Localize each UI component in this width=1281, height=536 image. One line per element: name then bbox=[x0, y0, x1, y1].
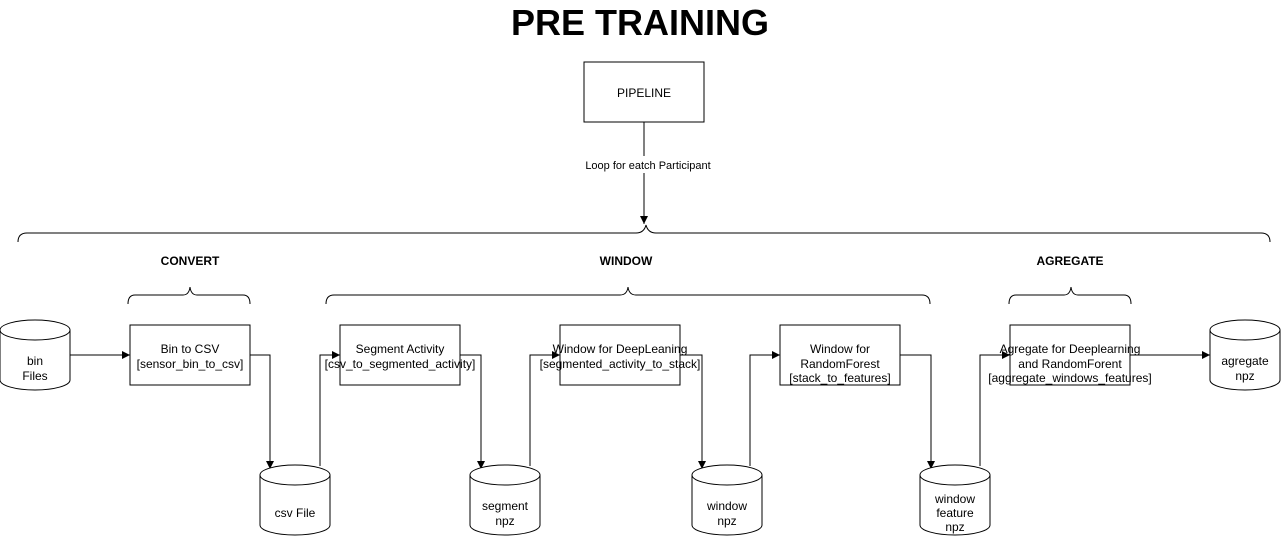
store-csv-file[interactable]: csv File bbox=[259, 464, 331, 536]
store-window-npz[interactable]: window npz bbox=[691, 464, 763, 536]
process-window-deep[interactable]: Window for DeepLeaning [segmented_activi… bbox=[540, 324, 701, 386]
window-npz-line1: window bbox=[706, 499, 747, 513]
bin-to-csv-function: [sensor_bin_to_csv] bbox=[137, 357, 244, 371]
loop-edge-label: Loop for eatch Participant bbox=[585, 160, 710, 172]
store-agregate-npz[interactable]: agregate npz bbox=[1209, 319, 1281, 391]
agregate-title-2: and RandomForent bbox=[1018, 357, 1122, 371]
store-segment-npz[interactable]: segment npz bbox=[469, 464, 541, 536]
window-feature-npz-line1: window bbox=[934, 492, 975, 506]
store-bin-files[interactable]: bin Files bbox=[0, 319, 71, 391]
bin-files-line2: Files bbox=[22, 369, 47, 383]
segment-activity-function: [csv_to_segmented_activity] bbox=[325, 357, 476, 371]
window-npz-line2: npz bbox=[717, 514, 736, 528]
agregate-function: [aggregate_windows_features] bbox=[988, 371, 1151, 385]
window-rf-title: Window for bbox=[810, 342, 870, 356]
segment-activity-title: Segment Activity bbox=[356, 342, 445, 356]
segment-npz-line1: segment bbox=[482, 499, 529, 513]
window-rf-function: [stack_to_features] bbox=[789, 371, 890, 385]
process-window-rf[interactable]: Window for RandomForest [stack_to_featur… bbox=[779, 324, 901, 386]
section-window-label: WINDOW bbox=[600, 254, 653, 268]
window-rf-title-2: RandomForest bbox=[800, 357, 880, 371]
window-deep-title: Window for DeepLeaning bbox=[553, 342, 688, 356]
section-agregate-label: AGREGATE bbox=[1036, 254, 1103, 268]
agregate-npz-line1: agregate bbox=[1221, 354, 1269, 368]
page-title: PRE TRAINING bbox=[511, 2, 769, 43]
agregate-npz-line2: npz bbox=[1235, 369, 1254, 383]
window-feature-npz-line2: feature bbox=[936, 506, 974, 520]
window-feature-npz-line3: npz bbox=[945, 520, 964, 534]
window-brace bbox=[325, 286, 931, 305]
store-window-feature-npz[interactable]: window feature npz bbox=[919, 464, 991, 536]
window-deep-function: [segmented_activity_to_stack] bbox=[540, 357, 701, 371]
csv-file-label: csv File bbox=[275, 506, 316, 520]
flow-connectors bbox=[70, 351, 1210, 469]
process-bin-to-csv[interactable]: Bin to CSV [sensor_bin_to_csv] bbox=[129, 324, 251, 386]
convert-brace bbox=[127, 286, 251, 305]
segment-npz-line2: npz bbox=[495, 514, 514, 528]
main-brace bbox=[17, 224, 1271, 243]
section-convert-label: CONVERT bbox=[161, 254, 220, 268]
bin-to-csv-title: Bin to CSV bbox=[161, 342, 220, 356]
process-segment-activity[interactable]: Segment Activity [csv_to_segmented_activ… bbox=[325, 324, 476, 386]
bin-files-line1: bin bbox=[27, 354, 43, 368]
process-agregate[interactable]: Agregate for Deeplearning and RandomFore… bbox=[988, 324, 1152, 386]
pipeline-label: PIPELINE bbox=[617, 86, 671, 100]
agregate-brace bbox=[1008, 286, 1132, 305]
pipeline-node[interactable]: PIPELINE bbox=[583, 61, 705, 123]
pipeline-loop-edge: Loop for eatch Participant bbox=[585, 122, 711, 224]
agregate-title: Agregate for Deeplearning bbox=[1000, 342, 1141, 356]
